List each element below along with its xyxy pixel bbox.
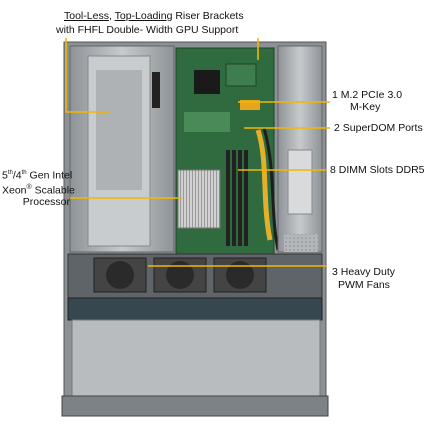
callout-riser-brackets: Tool-Less, Top-Loading Riser Brackets <box>64 10 244 22</box>
drive-cage <box>71 319 321 397</box>
psu-cutout <box>287 149 313 215</box>
callout-riser-part1: Tool-Less <box>64 10 109 22</box>
dimm-slots <box>226 150 248 246</box>
cable-bundle <box>255 129 273 241</box>
callout-processor-line3: Processor <box>22 196 70 208</box>
callout-riser-part2: Top-Loading <box>114 10 173 22</box>
psu-vent <box>284 234 318 252</box>
callout-riser-line2: with FHFL Double- Width GPU Support <box>56 24 239 36</box>
callout-processor: 5th/4th Gen Intel Xeon® Scalable Process… <box>2 167 75 209</box>
callout-m2-line1: 1 M.2 PCIe 3.0 <box>332 89 403 101</box>
callout-lines <box>65 38 330 267</box>
board-chip-2 <box>225 63 257 87</box>
callout-dimm: 8 DIMM Slots DDR5 <box>330 164 424 176</box>
callout-riser-part3: Riser Brackets <box>172 10 244 22</box>
callout-fans-line2: PWM Fans <box>338 279 390 291</box>
cable-bundle-2 <box>262 127 280 251</box>
board-connector <box>240 100 260 110</box>
callout-processor-line2: Xeon® Scalable <box>2 183 75 197</box>
psu-bay <box>277 45 323 253</box>
riser-cutout <box>96 70 142 190</box>
board-chip-3 <box>184 112 230 132</box>
callout-superdom: 2 SuperDOM Ports <box>334 122 423 134</box>
cpu-heatsink <box>177 169 221 229</box>
board-chip <box>194 70 220 94</box>
callout-riser-sep: , <box>108 10 115 22</box>
riser-tab <box>152 72 160 108</box>
callout-processor-line1: 5th/4th Gen Intel <box>2 169 73 182</box>
front-bezel <box>61 395 329 417</box>
fans <box>93 257 267 293</box>
backplane <box>67 297 323 321</box>
callout-fans-line1: 3 Heavy Duty <box>332 266 396 278</box>
callout-m2-line2: M-Key <box>350 101 381 113</box>
